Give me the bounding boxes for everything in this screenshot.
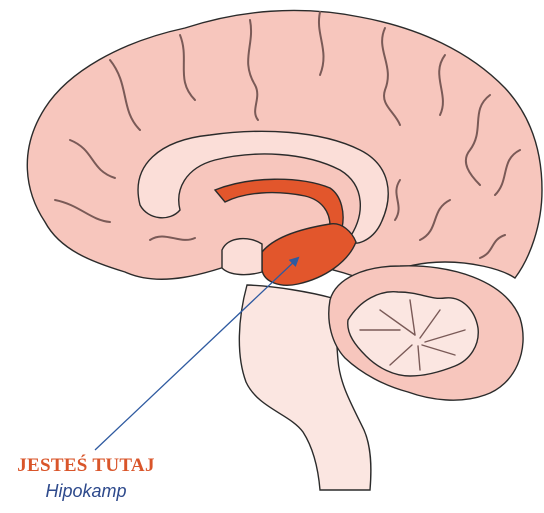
caption-title: JESTEŚ TUTAJ [6,455,166,477]
thalamus [222,239,262,275]
caption-subtitle: Hipokamp [6,481,166,502]
